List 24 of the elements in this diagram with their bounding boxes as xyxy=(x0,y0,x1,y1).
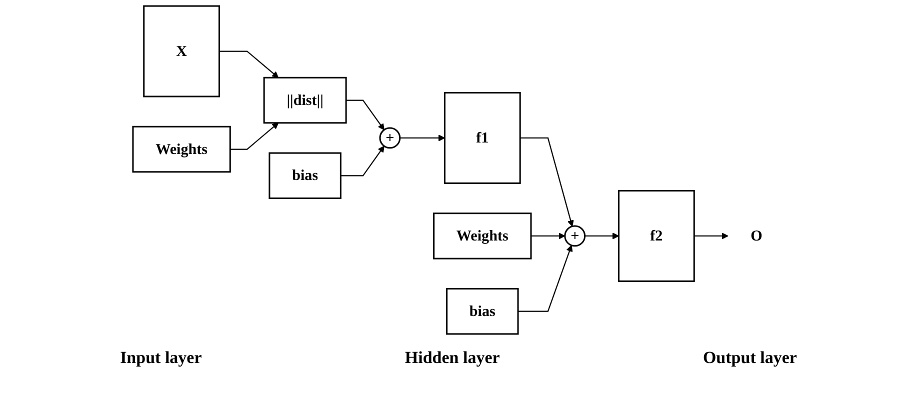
node-box: Weights xyxy=(132,126,230,173)
node-circle: + xyxy=(564,225,586,247)
node-text: O xyxy=(750,228,762,244)
arrow xyxy=(530,232,565,240)
arrow xyxy=(694,232,728,240)
arrow xyxy=(218,50,278,78)
layer-label: Output layer xyxy=(702,348,797,368)
arrow xyxy=(399,134,445,142)
node-circle: + xyxy=(378,127,400,149)
node-box: bias xyxy=(268,152,341,200)
arrow xyxy=(584,232,619,240)
arrow xyxy=(518,245,572,312)
layer-label: Hidden layer xyxy=(404,348,500,368)
node-box: f1 xyxy=(443,92,520,184)
node-box: X xyxy=(142,5,220,98)
arrow xyxy=(346,100,384,130)
layer-label: Input layer xyxy=(120,348,202,368)
node-box: ||dist|| xyxy=(262,76,346,124)
node-box: bias xyxy=(446,288,518,335)
arrow xyxy=(230,122,278,150)
node-box: Weights xyxy=(432,212,532,260)
arrow xyxy=(340,146,384,176)
arrow xyxy=(520,137,574,227)
node-box: f2 xyxy=(618,190,694,282)
